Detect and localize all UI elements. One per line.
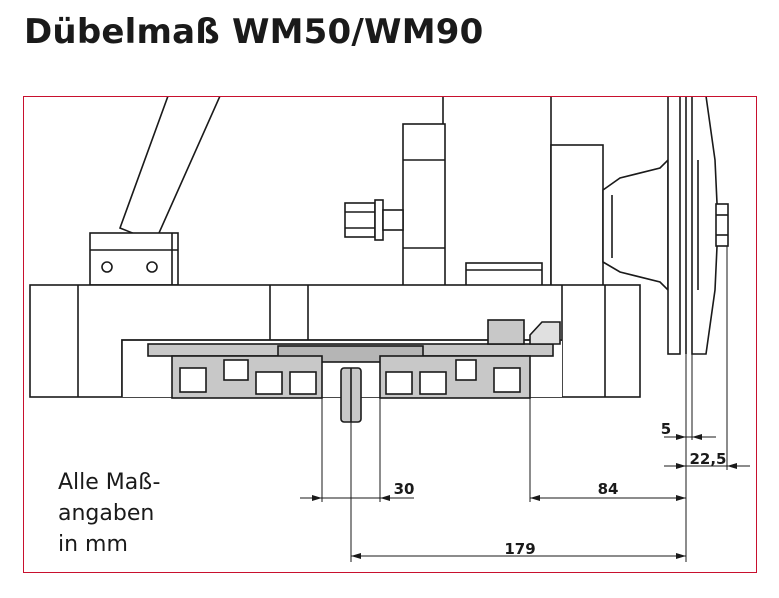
note-line-2: angaben	[58, 501, 155, 526]
bolt-left	[344, 199, 404, 241]
dim-label-84: 84	[598, 480, 619, 498]
slanted-arm	[118, 97, 221, 244]
page-title: Dübelmaß WM50/WM90	[24, 12, 484, 52]
note-line-3: in mm	[58, 532, 128, 557]
motor-housing	[402, 97, 604, 287]
blade-hub	[602, 97, 729, 355]
mounting-bracket	[89, 232, 179, 286]
dim-label-30: 30	[394, 480, 415, 498]
dim-label-179: 179	[504, 540, 535, 558]
dimension-arrows	[312, 434, 737, 559]
dim-label-5: 5	[661, 420, 671, 438]
fence-rail	[147, 319, 561, 399]
note-line-1: Alle Maß-	[58, 470, 161, 495]
dimension-note: Alle Maß- angaben in mm	[58, 467, 160, 560]
dim-label-22-5: 22,5	[689, 450, 726, 468]
dowel-pin	[340, 367, 362, 423]
